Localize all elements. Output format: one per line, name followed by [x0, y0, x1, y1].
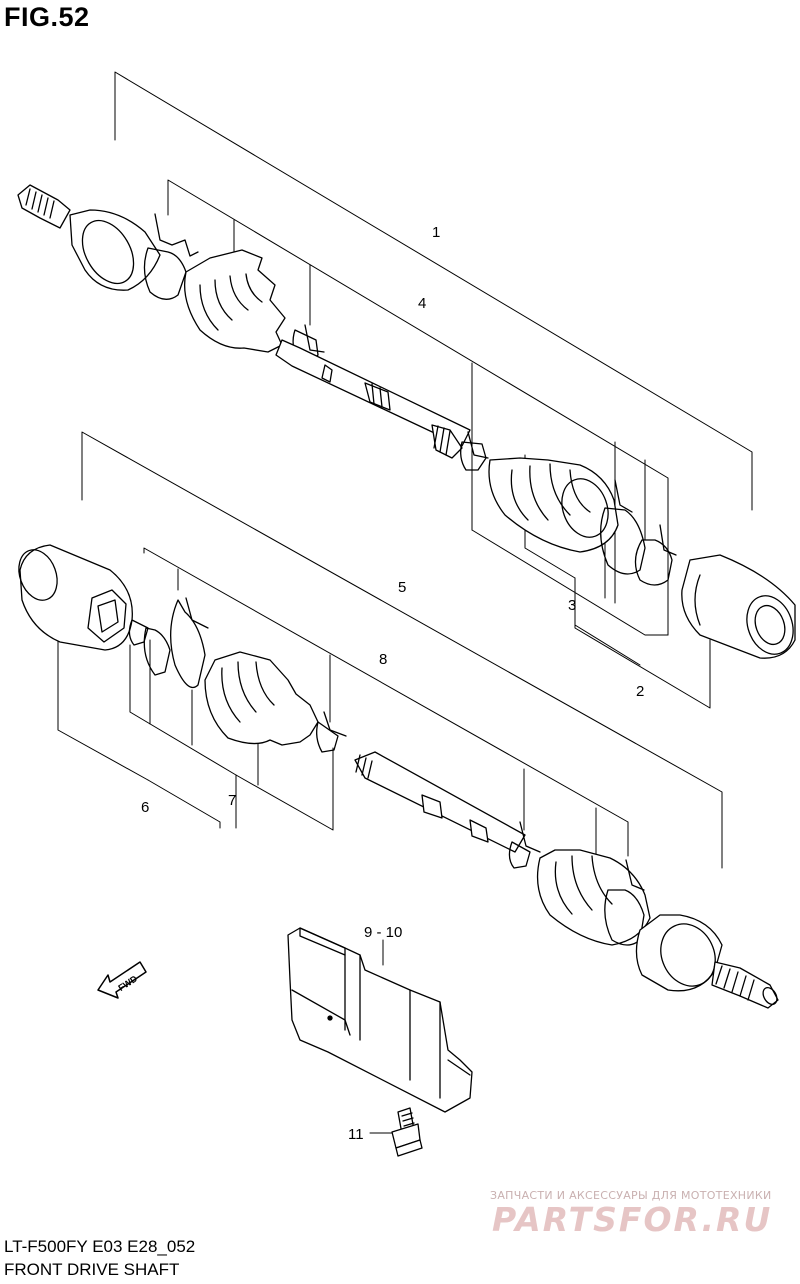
callout-3: 3: [568, 597, 576, 614]
watermark-tagline: ЗАПЧАСТИ И АКСЕССУАРЫ ДЛЯ МОТОТЕХНИКИ: [490, 1189, 772, 1202]
callout-11: 11: [348, 1126, 364, 1143]
callout-9-10: 9 - 10: [364, 924, 402, 941]
upper-drive-shaft: [17, 184, 796, 659]
figure-title: FIG.52: [4, 2, 90, 32]
callout-4: 4: [418, 295, 426, 312]
callout-numbers: 1 2 3 4 5 6 7 8 9 - 10 11: [141, 224, 644, 1143]
callout-2: 2: [636, 683, 644, 700]
callout-6: 6: [141, 799, 149, 816]
callout-7: 7: [228, 792, 236, 809]
model-code-label: LT-F500FY E03 E28_052: [4, 1237, 196, 1256]
forward-direction-arrow: FWD: [97, 961, 147, 999]
skid-plate: [287, 927, 473, 1113]
watermark-logo: PARTSFOR.RU: [492, 1200, 773, 1239]
callout-8: 8: [379, 651, 387, 668]
lower-drive-shaft: [18, 544, 779, 1009]
section-name-label: FRONT DRIVE SHAFT: [4, 1260, 180, 1279]
callout-5: 5: [398, 579, 406, 596]
callout-1: 1: [432, 224, 440, 241]
bolt: [391, 1107, 423, 1157]
